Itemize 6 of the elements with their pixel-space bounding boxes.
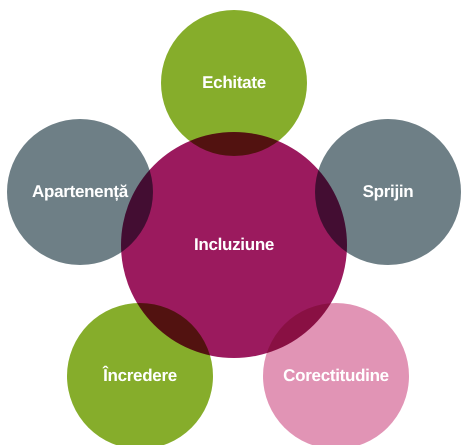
circle-label: Sprijin [362, 182, 414, 202]
circle-label: Echitate [202, 73, 266, 93]
circle-label: Încredere [103, 366, 177, 386]
circle-label: Apartenență [32, 182, 128, 202]
circle-label: Incluziune [194, 235, 274, 255]
circle-label: Corectitudine [283, 366, 389, 386]
